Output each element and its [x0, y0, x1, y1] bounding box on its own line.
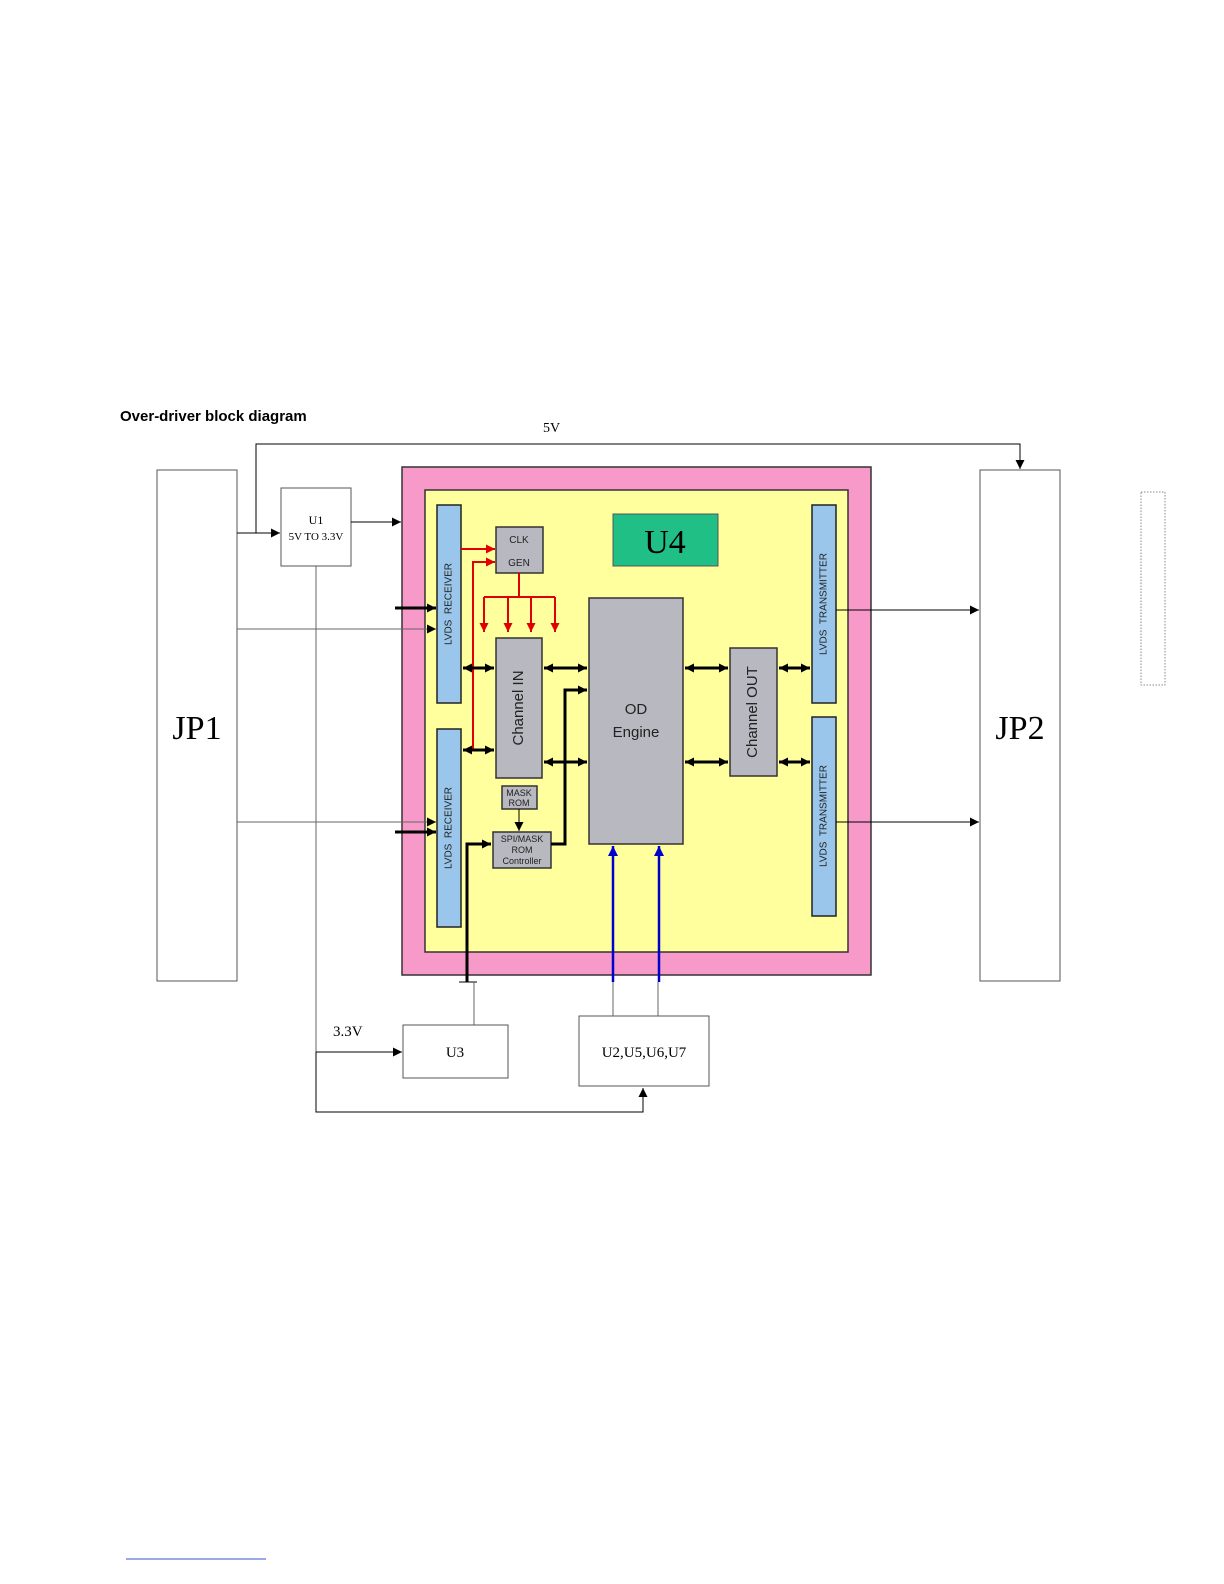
u1-label: U1 [309, 513, 324, 527]
channel-in-label: Channel IN [510, 670, 527, 745]
lvds-receiver-top-label: LVDS RECEIVER [444, 563, 455, 645]
memory-label: U2,U5,U6,U7 [602, 1045, 687, 1061]
spi-controller-label-line2: ROM [512, 845, 533, 855]
u1-desc: 5V TO 3.3V [289, 531, 344, 543]
page-title: Over-driver block diagram [120, 408, 307, 425]
u1-regulator [281, 488, 351, 566]
spi-controller-label-line1: SPI/MASK [501, 834, 544, 844]
jp1-label: JP1 [172, 710, 221, 747]
spi-controller-label-line3: Controller [502, 856, 541, 866]
od-engine-label-line2: Engine [613, 724, 660, 741]
mask-rom-label-line2: ROM [509, 798, 530, 808]
clk-gen-label-line1: CLK [509, 535, 529, 546]
lvds-transmitter-bottom-label: LVDS TRANSMITTER [819, 765, 830, 867]
dotted-side-box [1141, 492, 1165, 685]
lvds-transmitter-top-label: LVDS TRANSMITTER [819, 553, 830, 655]
jp2-label: JP2 [995, 710, 1044, 747]
od-engine-block [589, 598, 683, 844]
channel-out-label: Channel OUT [744, 666, 761, 758]
od-engine-label-line1: OD [625, 701, 648, 718]
u3-label: U3 [446, 1045, 464, 1061]
u4-label: U4 [644, 524, 686, 561]
mask-rom-label-line1: MASK [506, 788, 532, 798]
rail-5v-label: 5V [543, 421, 560, 436]
clk-gen-label-line2: GEN [508, 558, 530, 569]
rail-3v3-label: 3.3V [333, 1024, 363, 1040]
lvds-receiver-bottom-label: LVDS RECEIVER [444, 787, 455, 869]
